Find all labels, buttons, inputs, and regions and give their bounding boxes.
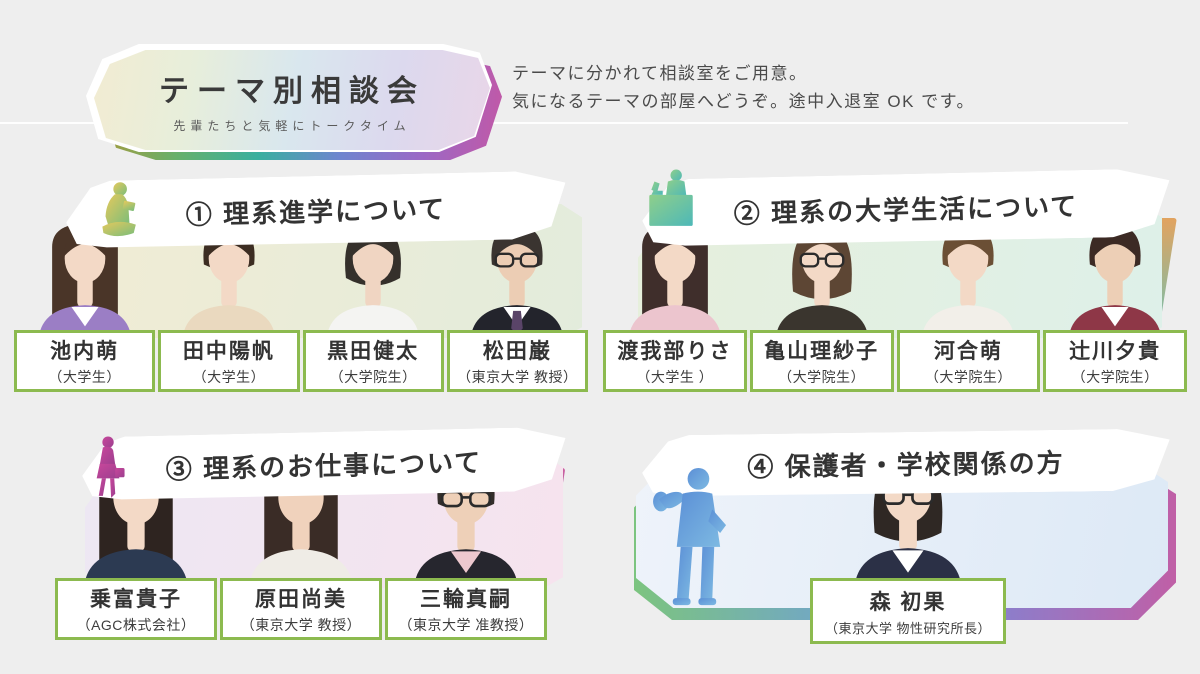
person-affiliation: （東京大学 准教授） <box>398 617 534 633</box>
person-affiliation: （大学生 ） <box>636 369 714 385</box>
name-card: 池内萌 （大学生） <box>14 330 156 392</box>
intro-text: テーマに分かれて相談室をご用意。 気になるテーマの部屋へどうぞ。途中入退室 OK… <box>512 60 975 115</box>
person-cell: 亀山理紗子 （大学院生） <box>749 218 894 392</box>
section-header: ② 理系の大学生活について <box>641 168 1170 248</box>
people-row: 森 初果 （東京大学 物性研究所長） <box>810 448 1006 644</box>
name-card: 辻川夕貴 （大学院生） <box>1043 330 1187 392</box>
section-science-jobs: ③ 理系のお仕事について乗富貴子 （AGC株式会社） 原田尚美 （東京大学 教授） 三輪… <box>0 428 600 674</box>
person-name: 三輪真嗣 <box>420 588 512 611</box>
people-row: 池内萌 （大学生） 田中陽帆 （大学生） 黒田健太 （大学院生） 松田巌 （東京大学 教授） <box>14 218 588 392</box>
lab-desk-icon <box>649 169 693 226</box>
person-photo <box>1068 225 1162 338</box>
section-title: ① 理系進学について <box>185 193 447 230</box>
section-icon <box>88 436 126 505</box>
section-icon <box>94 180 140 247</box>
person-name: 河合萌 <box>933 340 1003 363</box>
section-header: ③ 理系のお仕事について <box>81 427 566 502</box>
page-title: テーマ別相談会 <box>159 75 425 108</box>
section-title: ④ 保護者・学校関係の方 <box>747 447 1065 482</box>
divider-line <box>0 122 1128 124</box>
intro-line-2: 気になるテーマの部屋へどうぞ。途中入退室 OK です。 <box>512 91 975 111</box>
person-photo <box>38 223 132 338</box>
reading-girl-icon <box>102 182 136 237</box>
person-cell: 河合萌 （大学院生） <box>896 218 1041 392</box>
person-name: 黒田健太 <box>327 340 420 363</box>
people-row: 渡我部りさ （大学生 ） 亀山理紗子 （大学院生） 河合萌 （大学院生） 辻川夕貴 （大学院生… <box>603 218 1187 392</box>
person-affiliation: （東京大学 物性研究所長） <box>824 620 992 636</box>
person-cell: 池内萌 （大学生） <box>14 218 156 392</box>
name-card: 河合萌 （大学院生） <box>896 330 1041 392</box>
name-card: 三輪真嗣 （東京大学 准教授） <box>385 578 547 640</box>
name-card: 原田尚美 （東京大学 教授） <box>220 578 382 640</box>
person-affiliation: （大学院生） <box>924 369 1012 385</box>
name-card: 渡我部りさ （大学生 ） <box>603 330 747 392</box>
person-name: 乗富貴子 <box>90 588 182 611</box>
person-affiliation: （大学生） <box>192 369 266 385</box>
person-affiliation: （大学院生） <box>1071 369 1159 385</box>
person-affiliation: （大学院生） <box>329 369 417 385</box>
name-card: 亀山理紗子 （大学院生） <box>749 330 894 392</box>
section-icon <box>646 168 696 233</box>
person-cell: 辻川夕貴 （大学院生） <box>1043 218 1187 392</box>
person-name: 原田尚美 <box>255 588 347 611</box>
section-icon <box>646 464 742 615</box>
person-cell: 渡我部りさ （大学生 ） <box>603 218 747 392</box>
page-subtitle: 先輩たちと気軽にトークタイム <box>173 119 411 133</box>
section-university-life: ② 理系の大学生活について渡我部りさ （大学生 ） 亀山理紗子 （大学院生） 河合萌 （大… <box>600 168 1200 420</box>
person-photo <box>628 223 722 338</box>
person-affiliation: （東京大学 教授） <box>240 617 362 633</box>
section-title: ③ 理系のお仕事について <box>165 446 483 485</box>
section-parents-school: ④ 保護者・学校関係の方森 初果 （東京大学 物性研究所長） <box>600 428 1200 674</box>
name-card: 田中陽帆 （大学生） <box>158 330 300 392</box>
title-banner: テーマ別相談会 先輩たちと気軽にトークタイム <box>94 50 490 150</box>
name-card: 乗富貴子 （AGC株式会社） <box>55 578 217 640</box>
intro-line-1: テーマに分かれて相談室をご用意。 <box>512 64 808 83</box>
person-affiliation: （AGC株式会社） <box>76 617 196 633</box>
name-card: 黒田健太 （大学院生） <box>302 330 444 392</box>
person-affiliation: （大学院生） <box>778 369 866 385</box>
person-name: 松田巌 <box>482 340 552 363</box>
name-card: 森 初果 （東京大学 物性研究所長） <box>810 578 1006 644</box>
person-name: 辻川夕貴 <box>1069 340 1162 363</box>
person-name: 池内萌 <box>50 340 120 363</box>
person-cell: 黒田健太 （大学院生） <box>302 218 444 392</box>
person-name: 亀山理紗子 <box>764 340 880 363</box>
waving-businessman-icon <box>653 467 727 606</box>
section-science-study: ① 理系進学について池内萌 （大学生） 田中陽帆 （大学生） 黒田健太 （大学院生） 松田巌… <box>0 168 600 420</box>
person-cell: 松田巌 （東京大学 教授） <box>446 218 588 392</box>
person-name: 渡我部りさ <box>617 340 733 363</box>
person-cell: 森 初果 （東京大学 物性研究所長） <box>810 448 1006 644</box>
person-name: 田中陽帆 <box>182 340 275 363</box>
section-title: ② 理系の大学生活について <box>733 190 1079 229</box>
name-card: 松田巌 （東京大学 教授） <box>446 330 588 392</box>
person-affiliation: （東京大学 教授） <box>457 369 578 385</box>
walking-woman-icon <box>96 436 125 498</box>
person-affiliation: （大学生） <box>48 369 121 385</box>
person-name: 森 初果 <box>869 590 947 614</box>
person-cell: 田中陽帆 （大学生） <box>158 218 300 392</box>
section-header: ① 理系進学について <box>65 170 566 249</box>
